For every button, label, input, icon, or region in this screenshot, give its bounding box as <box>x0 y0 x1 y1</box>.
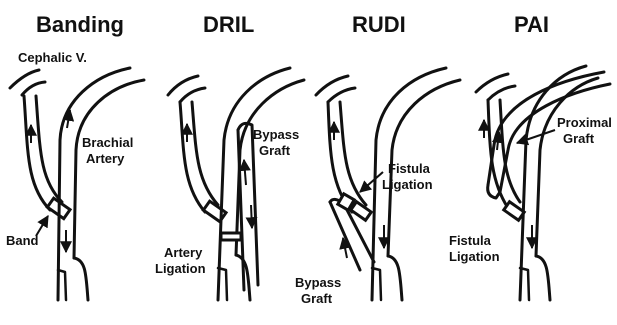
panel-pai: PAI Proximal Graft Fistula Ligation <box>449 12 612 300</box>
proximal-graft-label-line2: Graft <box>563 131 595 146</box>
fistula-ligation <box>504 202 524 221</box>
bypass-graft-label-line1: Bypass <box>253 127 299 142</box>
bypass-graft-label-line2: Graft <box>301 291 333 306</box>
cephalic-vein <box>10 70 62 210</box>
artery-ligation-label-line1: Artery <box>164 245 203 260</box>
bypass-graft-label-line2: Graft <box>259 143 291 158</box>
brachial-label-line1: Brachial <box>82 135 133 150</box>
panel-title: DRIL <box>203 12 254 37</box>
fistula-ligation <box>351 202 371 221</box>
brachial-artery <box>58 68 144 300</box>
panel-title: Banding <box>36 12 124 37</box>
panel-title: PAI <box>514 12 549 37</box>
proximal-graft-label-line1: Proximal <box>557 115 612 130</box>
cephalic-vein <box>316 76 366 212</box>
cephalic-vein-label: Cephalic V. <box>18 50 87 65</box>
brachial-label-line2: Artery <box>86 151 125 166</box>
panel-title: RUDI <box>352 12 406 37</box>
brachial-artery <box>218 68 304 300</box>
fistula-ligation-label-line1: Fistula <box>449 233 492 248</box>
fistula-ligation-label-line1: Fistula <box>388 161 431 176</box>
panel-dril: DRIL Bypass Graft Artery Ligation <box>155 12 304 300</box>
cephalic-vein <box>168 76 218 212</box>
band-label: Band <box>6 233 39 248</box>
fistula-ligation-label-line2: Ligation <box>449 249 500 264</box>
bypass-graft-label-line1: Bypass <box>295 275 341 290</box>
artery-ligation-label-line2: Ligation <box>155 261 206 276</box>
panel-banding: Banding Cephalic V. Brachial Artery Band <box>6 12 144 300</box>
artery-ligation <box>221 233 241 240</box>
panel-rudi: RUDI Fistula Ligation Bypass Graft <box>295 12 460 306</box>
